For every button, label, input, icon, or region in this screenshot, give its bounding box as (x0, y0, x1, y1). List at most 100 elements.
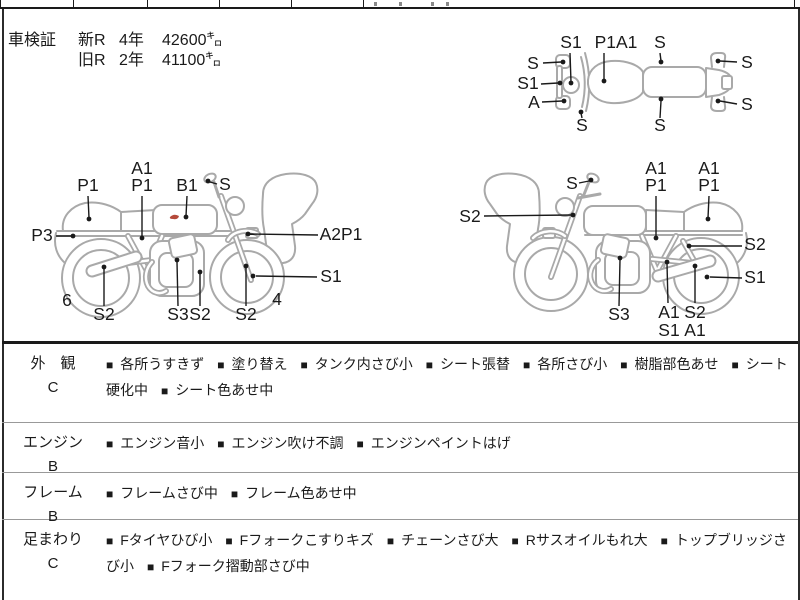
callout-dot (245, 231, 251, 237)
header-cell-divider (0, 0, 1, 7)
engine-guard-core (589, 258, 613, 293)
damage-code-label: P3 (31, 225, 52, 245)
callout-dot (205, 178, 211, 184)
callout-line (255, 275, 318, 278)
condition-item: ■塗り替え (217, 356, 288, 372)
seat (645, 209, 685, 232)
damage-code-label: S (741, 52, 753, 72)
damage-code-label: A (528, 92, 540, 112)
fuel-tank (152, 204, 218, 235)
callout-dot (588, 177, 594, 183)
bullet-icon: ■ (147, 560, 155, 574)
header-cell-divider (219, 0, 220, 7)
damage-code-label: B1 (176, 175, 197, 195)
callout-line (483, 214, 572, 217)
rear-fender (736, 232, 748, 264)
damage-code-label: S2 (189, 304, 210, 324)
condition-items: ■各所うすきず■塗り替え■タンク内さび小■シート張替■各所さび小■樹脂部色あせ■… (104, 344, 798, 422)
callout-dot (704, 274, 710, 280)
damage-code-label: P1A1 (595, 32, 638, 52)
condition-item: ■Fフォーク摺動部さび中 (147, 558, 310, 574)
rear-fender (54, 232, 66, 264)
damage-code-label: P1 (645, 175, 666, 195)
front-fender-core (531, 230, 567, 240)
damage-code-label: S2 (235, 304, 256, 324)
cropped-text-fragment (399, 2, 402, 6)
callout-dot (705, 216, 711, 222)
cropped-text-fragment (431, 2, 434, 6)
grade-label: C (47, 555, 59, 572)
category-label: エンジン (22, 434, 83, 451)
fuel-tank-top (587, 59, 644, 105)
damage-code-label: S (219, 174, 231, 194)
callout-line (709, 276, 743, 279)
damage-code-label: S2 (684, 302, 705, 322)
callout-dot (601, 78, 607, 84)
damage-code-label: A1 (658, 302, 679, 322)
bullet-icon: ■ (225, 534, 233, 548)
condition-items: ■エンジン音小■エンジン吹け不調■エンジンペイントはげ (104, 423, 798, 472)
callout-line (87, 195, 90, 219)
grab-rail-right (710, 96, 727, 112)
rear-cowl (61, 201, 122, 232)
damage-code-label: A1 (131, 158, 152, 178)
callout-dot (197, 269, 203, 275)
damage-code-label: S1 (517, 73, 538, 93)
damage-code-label: 6 (62, 290, 72, 310)
condition-item: ■シート硬化中 (106, 356, 788, 398)
damage-code-label: S (654, 115, 666, 135)
shaken-era: 新R (78, 32, 106, 49)
callout-line (578, 180, 590, 184)
condition-item: ■エンジン吹け不調 (217, 435, 344, 451)
bullet-icon: ■ (523, 358, 531, 372)
callout-dot (578, 109, 584, 115)
category-label: 外 観 (30, 355, 76, 372)
callout-dot (86, 216, 92, 222)
muffler-core (87, 252, 141, 276)
callout-dot (101, 264, 107, 270)
damage-code-label: S (576, 115, 588, 135)
header-cell-divider (147, 0, 148, 7)
tail-light (721, 75, 733, 90)
header-cell-divider (73, 0, 74, 7)
damage-code-label: A1 (698, 158, 719, 178)
callout-line (249, 233, 319, 236)
callout-line (666, 263, 669, 304)
condition-item: ■エンジンペイントはげ (356, 435, 511, 451)
motorcycle-right-side-art (54, 172, 319, 318)
bullet-icon: ■ (106, 358, 114, 372)
condition-item: ■チェーンさび大 (386, 532, 499, 548)
condition-item: ■Fフォークこすりキズ (225, 532, 374, 548)
carburetor (167, 233, 199, 259)
callout-dot (560, 59, 566, 65)
damage-code-label: S3 (167, 304, 188, 324)
cropped-text-fragment (374, 2, 377, 6)
callout-dot (692, 263, 698, 269)
damage-code-label: S1 (658, 320, 679, 340)
damage-code-label: S1 (320, 266, 341, 286)
bullet-icon: ■ (386, 534, 395, 548)
shaken-era: 旧R (78, 52, 106, 69)
callout-line (618, 259, 621, 307)
callout-dot (664, 259, 670, 265)
header-cell-divider (291, 0, 292, 7)
shaken-mileage: 42600㌔ (162, 32, 223, 49)
damage-code-label: S2 (459, 206, 480, 226)
damage-code-label: S (654, 32, 666, 52)
condition-item: ■Rサスオイルもれ大 (511, 532, 648, 548)
grade-label: B (47, 508, 58, 525)
callout-dot (686, 243, 692, 249)
condition-item: ■タンク内さび小 (300, 356, 413, 372)
tank-damage-mark (169, 214, 179, 220)
damage-code-label: A1 (684, 320, 705, 340)
motorcycle-left-side-art (483, 172, 748, 315)
